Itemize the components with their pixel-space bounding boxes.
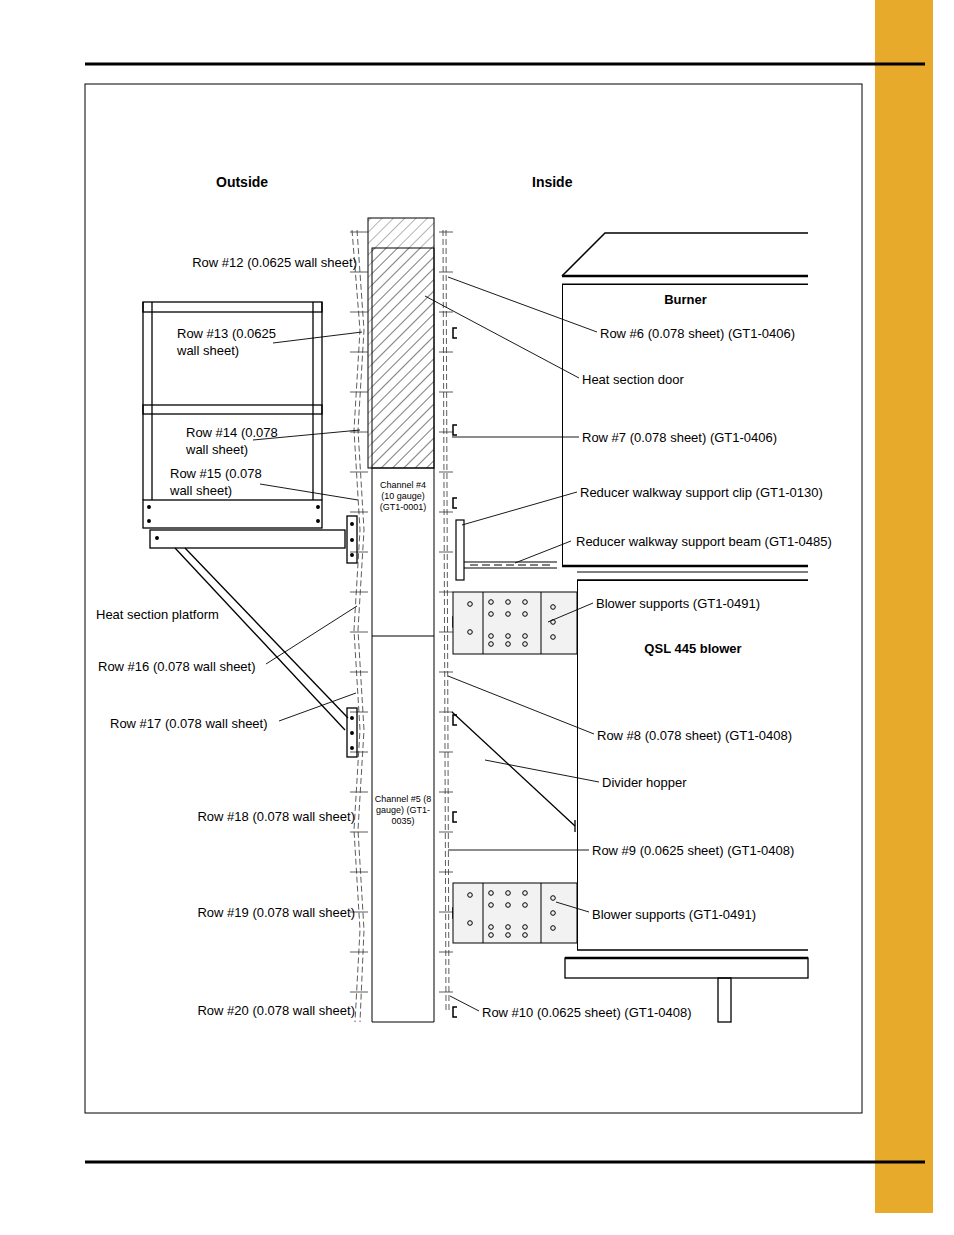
divider-hopper — [452, 712, 575, 832]
part-label: Heat section platform — [94, 606, 221, 623]
part-label: Row #6 (0.078 sheet) (GT1-0406) — [600, 325, 795, 342]
frame — [85, 84, 862, 1113]
bolt-ticks — [350, 232, 453, 992]
burner-housing — [562, 233, 808, 580]
platform — [143, 302, 357, 757]
node-label: Channel #4 (10 gauge) (GT1-0001) — [374, 480, 432, 513]
part-label: Heat section door — [582, 371, 684, 388]
part-label: Blower supports (GT1-0491) — [596, 595, 760, 612]
part-label: Row #20 (0.078 wall sheet) — [197, 1002, 355, 1019]
part-label: Row #18 (0.078 wall sheet) — [197, 808, 355, 825]
part-label: Row #17 (0.078 wall sheet) — [110, 715, 268, 732]
wall-column — [368, 218, 434, 1022]
part-label: Row #7 (0.078 sheet) (GT1-0406) — [582, 429, 777, 446]
part-label: Blower supports (GT1-0491) — [592, 906, 756, 923]
bottom-rule — [85, 1161, 925, 1164]
part-label: Row #19 (0.078 wall sheet) — [197, 904, 355, 921]
part-label: Row #14 (0.078 wall sheet) — [186, 424, 286, 458]
part-label: Row #9 (0.0625 sheet) (GT1-0408) — [592, 842, 794, 859]
side-heading: Inside — [532, 174, 572, 191]
part-label: Row #8 (0.078 sheet) (GT1-0408) — [597, 727, 792, 744]
top-rule — [85, 63, 925, 66]
blower-box: QSL 445 blower — [577, 580, 808, 950]
node-label: QSL 445 blower — [578, 641, 808, 656]
part-label: Reducer walkway support beam (GT1-0485) — [574, 533, 834, 550]
side-heading: Outside — [216, 174, 268, 191]
walkway-support — [456, 520, 557, 580]
leader-lines — [253, 277, 599, 1011]
part-label: Row #13 (0.0625 wall sheet) — [177, 325, 277, 359]
node-label: Channel #5 (8 gauge) (GT1-0035) — [374, 794, 432, 827]
part-label: Divider hopper — [602, 774, 687, 791]
node-label: Burner — [563, 292, 808, 307]
part-label: Row #10 (0.0625 sheet) (GT1-0408) — [482, 1004, 692, 1021]
channel-region: Channel #4 (10 gauge) (GT1-0001) — [374, 478, 432, 519]
part-label: Row #15 (0.078 wall sheet) — [170, 465, 270, 499]
part-label: Row #16 (0.078 wall sheet) — [98, 658, 256, 675]
channel-region: Channel #5 (8 gauge) (GT1-0035) — [374, 792, 432, 833]
side-tab — [875, 0, 933, 1213]
part-label: Reducer walkway support clip (GT1-0130) — [580, 484, 823, 501]
wall-sheets — [352, 230, 449, 1022]
part-label: Row #12 (0.0625 wall sheet) — [192, 254, 357, 271]
blower-supports — [453, 592, 577, 943]
